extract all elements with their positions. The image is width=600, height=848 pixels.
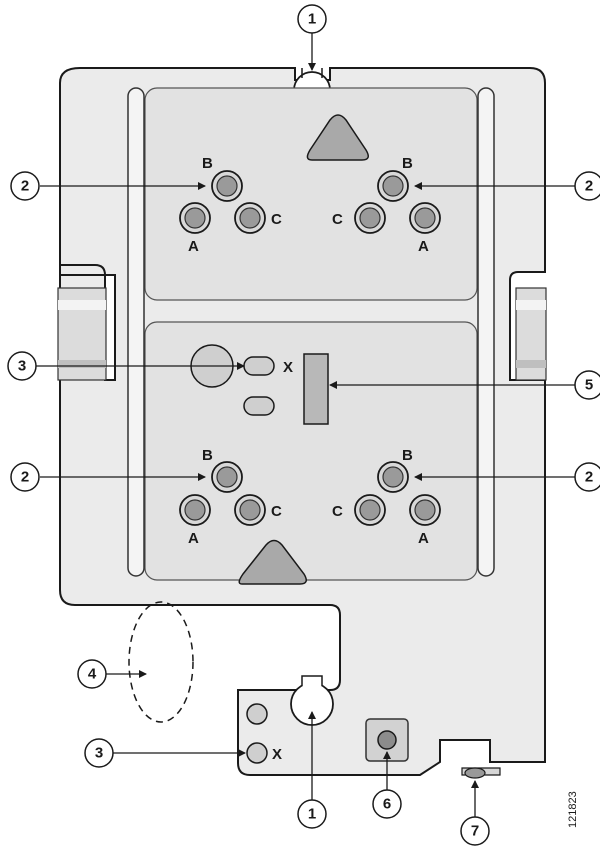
- callout-number-2-lower-left: 2: [21, 469, 29, 486]
- callout-circle-2-lower-right: [574, 462, 600, 492]
- callout-number-3-middle: 3: [18, 358, 26, 375]
- right-tab-shadow: [516, 360, 546, 368]
- hole-upper-left-b-inner: [216, 175, 238, 197]
- bottom-small-hole: [246, 703, 268, 725]
- callout-circle-5: [574, 370, 600, 400]
- top-arrow-triangle: [306, 114, 369, 161]
- callout-number-4: 4: [88, 666, 97, 683]
- dashed-oval-region: [128, 601, 194, 723]
- callout-number-1-top: 1: [308, 11, 316, 28]
- callout-circle-2-upper-left: [10, 171, 40, 201]
- label-upper-left-b: B: [202, 155, 213, 172]
- right-tab-highlight: [516, 300, 546, 310]
- rectangular-slot: [303, 353, 329, 425]
- label-middle-x: X: [283, 359, 293, 376]
- hole-upper-right-c-inner: [359, 207, 381, 229]
- callout-number-7: 7: [471, 823, 479, 840]
- callout-circle-3-bottom: [84, 738, 114, 768]
- callout-number-2-lower-right: 2: [585, 469, 593, 486]
- hole-upper-right-b-inner: [382, 175, 404, 197]
- hole-lower-left-b-inner: [216, 466, 238, 488]
- callout-circle-2-lower-left: [10, 462, 40, 492]
- callout-circle-6: [372, 789, 402, 819]
- oval-slot-x: [243, 356, 275, 376]
- hole-upper-left-c-inner: [239, 207, 261, 229]
- callout-number-3-bottom: 3: [95, 745, 103, 762]
- hole-lower-right-b-inner: [382, 466, 404, 488]
- label-upper-right-a: A: [418, 238, 429, 255]
- label-upper-right-b: B: [402, 155, 413, 172]
- label-upper-left-c: C: [271, 211, 282, 228]
- top-notch-bracket: [301, 68, 323, 78]
- hole-upper-left-a-inner: [184, 207, 206, 229]
- label-lower-left-b: B: [202, 447, 213, 464]
- callout-circle-1-top: [297, 4, 327, 34]
- lip-screw: [464, 767, 486, 779]
- hole-upper-right-a-inner: [414, 207, 436, 229]
- bottom-hole-x: [246, 742, 268, 764]
- label-upper-left-a: A: [188, 238, 199, 255]
- callout-number-6: 6: [383, 796, 391, 813]
- hole-lower-right-a-inner: [414, 499, 436, 521]
- callout-number-2-upper-right: 2: [585, 178, 593, 195]
- left-tab-shadow: [58, 360, 106, 368]
- callout-circle-7: [460, 816, 490, 846]
- label-lower-left-c: C: [271, 503, 282, 520]
- label-lower-right-c: C: [332, 503, 343, 520]
- label-lower-left-a: A: [188, 530, 199, 547]
- bottom-arrow-triangle: [238, 539, 307, 585]
- oval-slot-lower: [243, 396, 275, 416]
- label-lower-right-a: A: [418, 530, 429, 547]
- label-lower-right-b: B: [402, 447, 413, 464]
- hole-lower-right-c-inner: [359, 499, 381, 521]
- callout-number-5: 5: [585, 377, 593, 394]
- right-vertical-slot: [477, 87, 495, 577]
- label-upper-right-c: C: [332, 211, 343, 228]
- callout-circle-1-bottom: [297, 799, 327, 829]
- label-bottom-x: X: [272, 746, 282, 763]
- left-vertical-slot: [127, 87, 145, 577]
- figure-number: 121823: [567, 791, 579, 828]
- upper-recess-panel: [144, 87, 478, 301]
- bottom-keyhole-bracket: [301, 675, 323, 686]
- callout-circle-3-middle: [7, 351, 37, 381]
- callout-circle-4: [77, 659, 107, 689]
- hole-lower-left-c-inner: [239, 499, 261, 521]
- callout-number-1-bottom: 1: [308, 806, 316, 823]
- lower-recess-panel: [144, 321, 478, 581]
- hole-lower-left-a-inner: [184, 499, 206, 521]
- screw-hole: [377, 730, 397, 750]
- callout-number-2-upper-left: 2: [21, 178, 29, 195]
- callout-circle-2-upper-right: [574, 171, 600, 201]
- left-tab-highlight: [58, 300, 106, 310]
